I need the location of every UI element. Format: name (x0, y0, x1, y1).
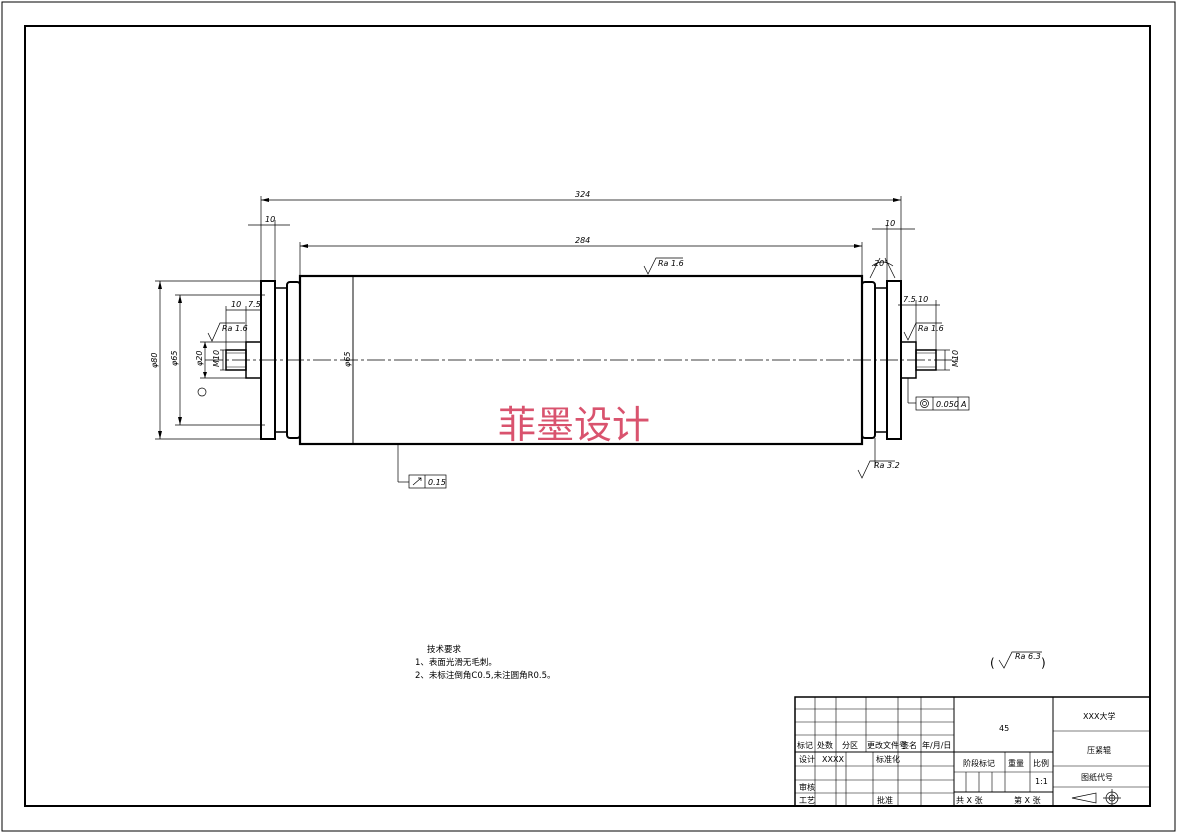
tb-sheets-total: 共 X 张 (956, 796, 983, 805)
tb-scale-value: 1:1 (1035, 777, 1048, 786)
concentricity-tolerance-value: 0.050 (936, 400, 959, 409)
tb-stage-label: 阶段标记 (963, 758, 995, 768)
roughness-bottom-label: Ra 3.2 (874, 461, 900, 470)
tb-approve-label: 批准 (877, 795, 893, 805)
tb-material: 45 (999, 724, 1009, 733)
datum-reference: A (960, 400, 966, 409)
roughness-symbol-top (643, 257, 683, 275)
general-roughness-close-paren: ) (1041, 656, 1046, 670)
notes-line-2: 2、未标注倒角C0.5,未注圆角R0.5。 (415, 670, 556, 681)
dim-hub-diameter: φ65 (170, 351, 179, 366)
general-roughness-symbol (998, 651, 1042, 669)
roughness-right-label: Ra 1.6 (918, 324, 944, 333)
tb-designer: XXXX (822, 755, 844, 764)
dim-left-shoulder-1: 10 (231, 300, 241, 309)
dim-roller-diameter: φ65 (343, 352, 352, 367)
notes-title: 技术要求 (427, 644, 462, 655)
dim-overall-length: 324 (575, 190, 590, 199)
roughness-symbol-right (903, 322, 942, 341)
runout-tolerance-frame (397, 444, 447, 489)
dim-right-shoulder-2: 10 (918, 295, 928, 304)
concentricity-tolerance-frame (907, 378, 970, 411)
tb-standardize-label: 标准化 (876, 754, 900, 764)
dim-right-flange: 10 (885, 219, 895, 228)
tb-part-name: 压紧辊 (1087, 745, 1111, 755)
tb-header-zone: 分区 (842, 741, 858, 750)
tb-drawing-no: 图纸代号 (1081, 772, 1113, 782)
roughness-left-label: Ra 1.6 (222, 324, 248, 333)
dim-left-shoulder-2: 7.5 (248, 300, 261, 309)
general-roughness-label: Ra 6.3 (1015, 652, 1041, 661)
inner-frame (24, 25, 1151, 807)
datum-marker-icon (197, 387, 207, 397)
tb-scale-label: 比例 (1033, 758, 1049, 768)
tb-header-count: 处数 (817, 740, 833, 750)
tb-header-date: 年/月/日 (922, 740, 951, 750)
dim-left-flange: 10 (265, 215, 275, 224)
watermark-text: 菲墨设计 (498, 403, 650, 447)
dim-angle: 20° (874, 259, 888, 268)
dimension-lines (155, 196, 950, 444)
tb-header-docno: 更改文件号 (867, 740, 907, 750)
dim-thread-right: M10 (951, 350, 960, 367)
general-roughness-open-paren: ( (990, 656, 995, 670)
dim-shaft-diameter: φ20 (195, 351, 204, 366)
roughness-symbol-left (207, 322, 245, 342)
arrowheads (158, 198, 901, 439)
roughness-top-label: Ra 1.6 (658, 259, 684, 268)
dim-roller-length: 284 (575, 236, 590, 245)
tb-header-sign: 签名 (901, 740, 917, 750)
roughness-symbol-bottom (857, 438, 895, 479)
tb-school: XXX大学 (1083, 711, 1115, 721)
title-block (794, 696, 1151, 807)
runout-tolerance-value: 0.15 (428, 478, 446, 487)
tb-sheet-no: 第 X 张 (1014, 795, 1041, 805)
tb-header-mark: 标记 (797, 740, 813, 750)
dim-thread-left: M10 (212, 350, 221, 367)
notes-line-1: 1、表面光滑无毛刺。 (415, 657, 497, 668)
dim-right-shoulder-1: 7.5 (903, 295, 916, 304)
tb-design-label: 设计 (799, 754, 815, 764)
tb-process-label: 工艺 (799, 796, 815, 805)
tb-check-label: 审核 (799, 782, 815, 792)
tb-weight-label: 重量 (1008, 758, 1024, 768)
dim-outer-diameter: φ80 (150, 353, 159, 368)
projection-symbol-icon (1071, 789, 1121, 807)
